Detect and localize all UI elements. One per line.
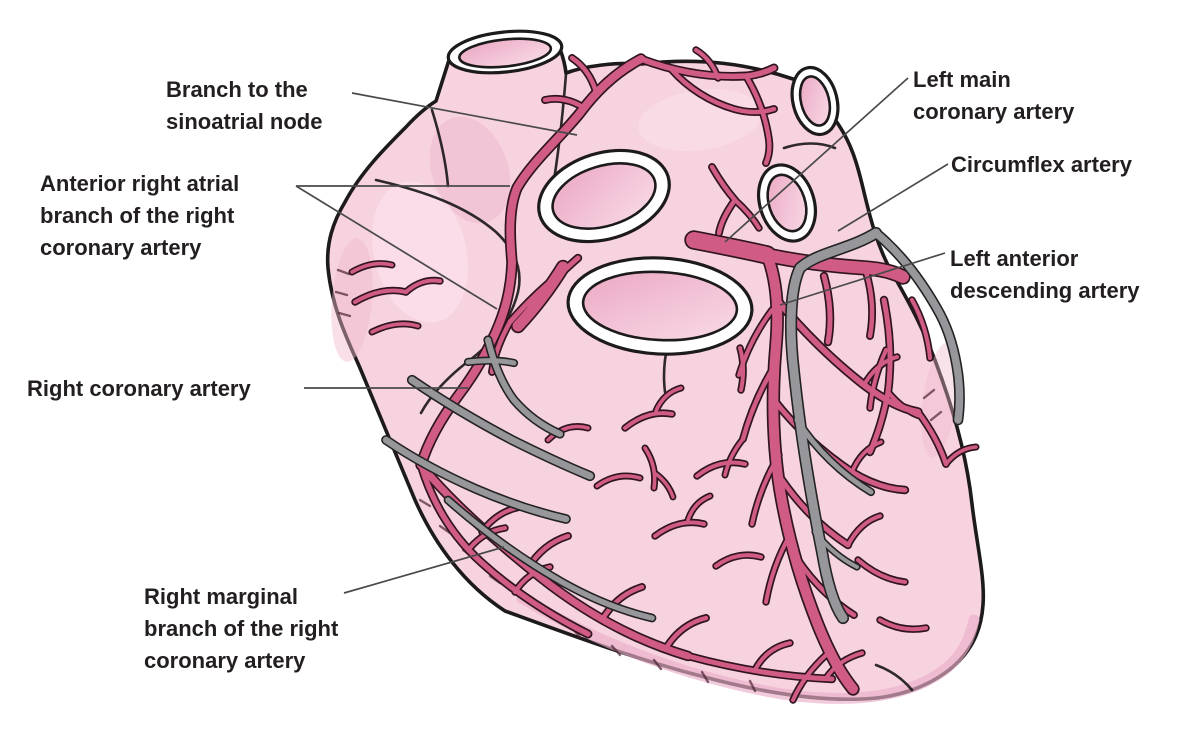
label-left-anterior-descending-artery: Left anterior descending artery (950, 243, 1140, 307)
label-line: Right coronary artery (27, 376, 251, 401)
pulmonary-trunk-opening (566, 256, 754, 356)
label-sa-node-branch: Branch to the sinoatrial node (166, 74, 322, 138)
label-line: Branch to the (166, 77, 308, 102)
sa-node-branch-path (542, 96, 587, 111)
circumflex-artery-path (761, 249, 909, 283)
label-right-marginal-branch: Right marginal branch of the right coron… (144, 581, 338, 677)
heart-silhouette (325, 47, 986, 702)
vein-network (382, 228, 964, 623)
label-right-coronary-artery: Right coronary artery (27, 373, 251, 405)
vessel-openings (446, 29, 840, 356)
leader-line-circumflex-artery (837, 163, 949, 232)
label-left-main-coronary-artery: Left main coronary artery (913, 64, 1074, 128)
label-line: branch of the right (144, 616, 339, 641)
label-line: Anterior right atrial (40, 171, 240, 196)
label-line: coronary artery (913, 99, 1075, 124)
leader-line-right-marginal-branch (343, 546, 505, 594)
leader-line-left-anterior-descending-artery (779, 252, 946, 306)
right-coronary-artery-path (417, 55, 645, 469)
leader-line-left-main-coronary-artery (724, 77, 909, 243)
leader-line-sa-node-branch (351, 92, 578, 136)
heart-body (325, 47, 986, 704)
label-line: Left anterior (950, 246, 1079, 271)
label-line: sinoatrial node (166, 109, 323, 134)
label-circumflex-artery: Circumflex artery (951, 149, 1132, 181)
leader-line-anterior-right-atrial-branch (295, 185, 498, 310)
aorta-opening (537, 148, 671, 244)
label-line: coronary artery (144, 648, 306, 673)
label-anterior-right-atrial-branch: Anterior right atrial branch of the righ… (40, 168, 239, 264)
label-line: Right marginal (144, 584, 299, 609)
pulmonary-vein-opening-lower (757, 163, 817, 243)
pulmonary-vein-opening-upper (790, 65, 840, 137)
left-anterior-descending-path (762, 250, 858, 694)
label-line: Circumflex artery (951, 152, 1132, 177)
label-line: coronary artery (40, 235, 202, 260)
atrial-appendage-fold (374, 178, 521, 415)
label-line: Left main (913, 67, 1011, 92)
label-line: branch of the right (40, 203, 235, 228)
left-main-coronary-artery-path (686, 232, 775, 263)
leader-lines (295, 77, 949, 594)
label-line: descending artery (950, 278, 1140, 303)
great-cardiac-vein-path (786, 228, 881, 623)
svc-opening (446, 29, 564, 75)
